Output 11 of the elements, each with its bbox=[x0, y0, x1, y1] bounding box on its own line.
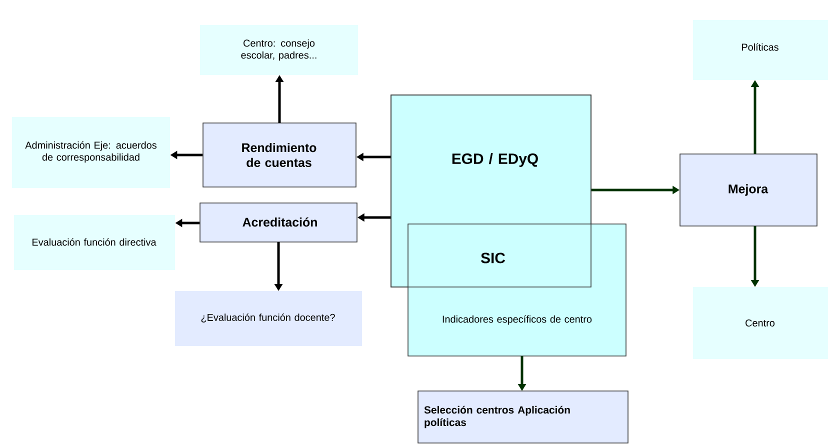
process-box: Acreditación bbox=[200, 202, 358, 242]
process-box: Selección centros Aplicación políticas bbox=[418, 390, 628, 444]
note-box: Centro bbox=[693, 287, 828, 359]
system-box: SIC Indicadores específicos de centro bbox=[408, 224, 626, 356]
note-box: Centro: consejo escolar, padres... bbox=[200, 25, 358, 75]
process-box: Rendimiento de cuentas bbox=[202, 122, 356, 188]
note-box: Administración Eje: acuerdos de corresponsabilidad bbox=[12, 117, 170, 188]
note-box: Evaluación función directiva bbox=[14, 215, 175, 270]
process-box: Mejora bbox=[680, 154, 818, 226]
note-box: ¿Evaluación función docente? bbox=[175, 291, 362, 346]
note-box: Políticas bbox=[693, 20, 828, 80]
